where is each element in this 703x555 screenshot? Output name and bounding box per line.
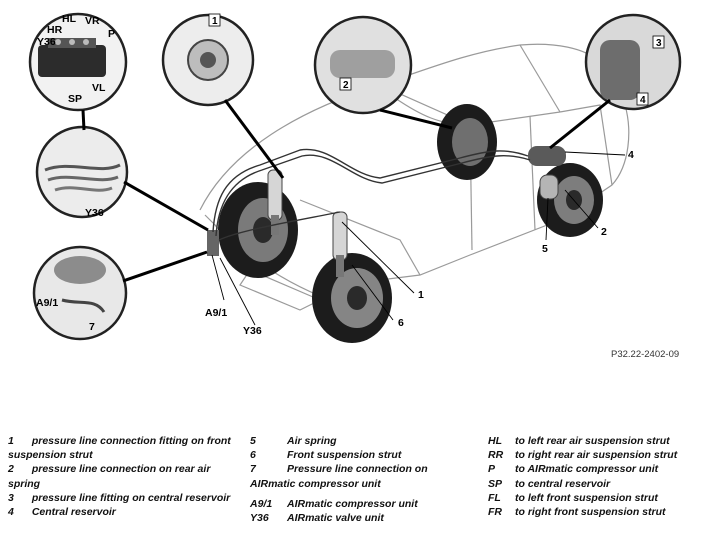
legend-text: Air spring — [287, 435, 337, 447]
legend-key: FR — [488, 506, 502, 519]
detail-valve-lines — [35, 125, 129, 219]
legend-key: A9/1 — [250, 497, 273, 510]
legend-text: to left front suspension strut — [515, 491, 658, 504]
legend-text: AIRmatic compressor unit — [287, 497, 418, 510]
callout-4-right: 4 — [628, 149, 634, 161]
legend-text: to AIRmatic compressor unit — [515, 463, 659, 476]
legend-item: SP to central reservoir — [488, 477, 698, 491]
legend-key: 1 — [8, 435, 14, 447]
legend-text: AIRmatic valve unit — [287, 512, 384, 525]
callout-1: 1 — [418, 289, 424, 301]
callout-6: 6 — [398, 317, 404, 329]
callout-3-top: 3 — [656, 38, 662, 49]
legend-text: Pressure line connection on AIRmatic com… — [250, 463, 428, 490]
legend-item: 6 Front suspension strut — [250, 448, 470, 462]
detail-valve-unit — [28, 12, 128, 112]
callout-a91-detail: A9/1 — [36, 297, 58, 309]
legend-item: 5 Air spring — [250, 434, 470, 448]
legend-key: RR — [488, 449, 504, 462]
callout-p: P — [108, 28, 115, 40]
legend-item: HL to left rear air suspension strut — [488, 434, 698, 448]
callout-vr: VR — [85, 15, 100, 27]
front-right-wheel — [312, 253, 392, 343]
legend-item: A9/1 AIRmatic compressor unit — [250, 497, 470, 511]
legend-key: HL — [488, 435, 502, 447]
legend-text: Central reservoir — [31, 506, 116, 519]
legend-text: to central reservoir — [515, 477, 611, 490]
detail-compressor — [32, 245, 128, 341]
callout-1-top: 1 — [212, 16, 218, 27]
legend-key: 2 — [8, 463, 14, 476]
callout-vl: VL — [92, 82, 106, 94]
legend-key: Y36 — [250, 512, 269, 525]
rear-air-spring — [539, 174, 559, 200]
legend-text: pressure line fitting on central reservo… — [31, 491, 231, 504]
legend-item: FR to right front suspension strut — [488, 505, 698, 519]
legend-key: 4 — [8, 506, 14, 519]
pressure-lines — [212, 148, 531, 241]
legend-key: 6 — [250, 449, 256, 462]
legend-key: SP — [488, 477, 503, 490]
detail-central-reservoir — [584, 13, 682, 111]
legend-key: P — [488, 463, 496, 476]
callout-y36-top: Y36 — [37, 36, 56, 48]
callout-y36-detail: Y36 — [85, 207, 104, 219]
legend-text: pressure line connection on rear air spr… — [8, 463, 211, 490]
callout-a91: A9/1 — [205, 307, 227, 319]
legend-key: 7 — [250, 463, 256, 476]
legend-key: 3 — [8, 491, 14, 504]
front-left-wheel — [218, 182, 298, 278]
legend-item: Y36 AIRmatic valve unit — [250, 511, 470, 525]
legend-item: 4 Central reservoir — [8, 505, 236, 519]
callout-hl: HL — [62, 13, 77, 25]
legend-key: 5 — [250, 435, 256, 447]
suspension-diagram: HL VR HR Y36 P SP VL Y36 A9/1 7 A9/1 Y36… — [28, 12, 682, 360]
legend-item: FL to left front suspension strut — [488, 491, 698, 505]
thin-leaders — [211, 151, 626, 326]
figure-id: P32.22-2402-09 — [611, 349, 679, 360]
callout-7: 7 — [89, 321, 95, 333]
central-reservoir — [528, 146, 566, 166]
callout-y36: Y36 — [243, 325, 262, 337]
callout-hr: HR — [47, 24, 63, 36]
legend-text: to right rear air suspension strut — [515, 449, 678, 462]
callout-5: 5 — [542, 243, 548, 255]
callout-2-top: 2 — [343, 80, 349, 91]
callout-sp: SP — [68, 93, 82, 105]
legend-text: to left rear air suspension strut — [515, 435, 670, 447]
callout-4-top: 4 — [640, 95, 646, 106]
detail-rear-air-spring — [313, 15, 413, 115]
detail-front-strut-fitting — [161, 13, 255, 107]
legend-text: pressure line connection fitting on fron… — [8, 435, 231, 462]
compressor-unit — [207, 230, 219, 256]
rear-left-wheel — [437, 104, 497, 180]
leader-lines — [81, 98, 611, 283]
legend-item: 3 pressure line fitting on central reserv… — [8, 491, 236, 505]
legend-text: to right front suspension strut — [515, 506, 666, 519]
legend-item: RR to right rear air suspension strut — [488, 448, 698, 462]
legend-key: FL — [488, 491, 501, 504]
callout-2-right: 2 — [601, 226, 607, 238]
legend-text: Front suspension strut — [287, 449, 402, 462]
